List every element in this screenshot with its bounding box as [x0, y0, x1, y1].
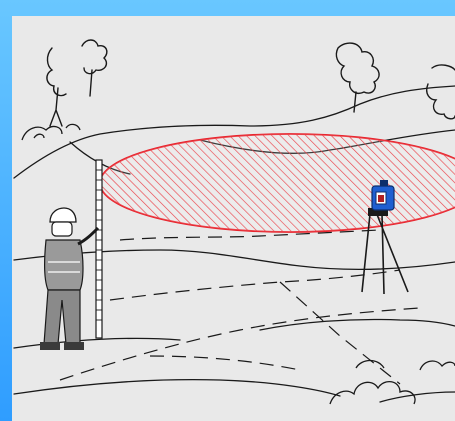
- survey-scene: [12, 16, 455, 421]
- leveling-rod: [96, 160, 102, 338]
- illustration-panel: [12, 16, 455, 421]
